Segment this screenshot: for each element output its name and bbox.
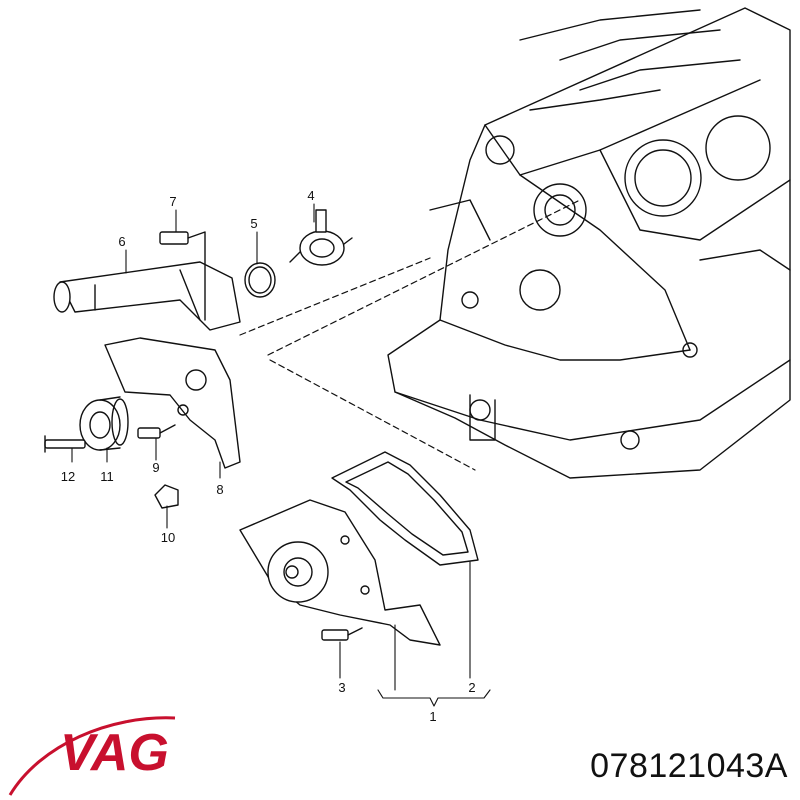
callout-6: 6 xyxy=(118,234,125,249)
o-ring-part xyxy=(244,262,276,298)
water-pump-part xyxy=(239,499,441,646)
callout-5: 5 xyxy=(250,216,257,231)
brand-logo-text: VAG xyxy=(60,724,169,782)
leader-lines xyxy=(71,203,491,707)
callout-11: 11 xyxy=(100,469,114,484)
reference-lines xyxy=(239,199,581,471)
bracket-part xyxy=(104,337,241,469)
coolant-pipe-part xyxy=(53,261,241,331)
engine-block xyxy=(387,7,791,479)
bolt-3-part xyxy=(321,627,363,641)
callout-4: 4 xyxy=(307,188,314,203)
callout-3: 3 xyxy=(338,680,345,695)
callout-2: 2 xyxy=(468,680,475,695)
thermostat-part xyxy=(289,209,353,266)
callout-9: 9 xyxy=(152,460,159,475)
bolt-12-part xyxy=(44,435,86,453)
callout-7: 7 xyxy=(169,194,176,209)
callout-8: 8 xyxy=(216,482,223,497)
cap-part xyxy=(154,484,179,509)
part-number: 078121043A xyxy=(590,747,788,785)
callout-labels: 1 2 3 4 5 6 7 8 9 10 11 12 xyxy=(61,188,476,724)
bolt-9-part xyxy=(137,424,176,439)
tensioner-pulley-part xyxy=(79,396,129,451)
callout-10: 10 xyxy=(161,530,175,545)
brand-logo: VAG xyxy=(8,716,176,796)
bolt-7-part xyxy=(159,231,206,321)
callout-12: 12 xyxy=(61,469,75,484)
gasket-part xyxy=(331,451,479,566)
callout-1: 1 xyxy=(429,709,436,724)
